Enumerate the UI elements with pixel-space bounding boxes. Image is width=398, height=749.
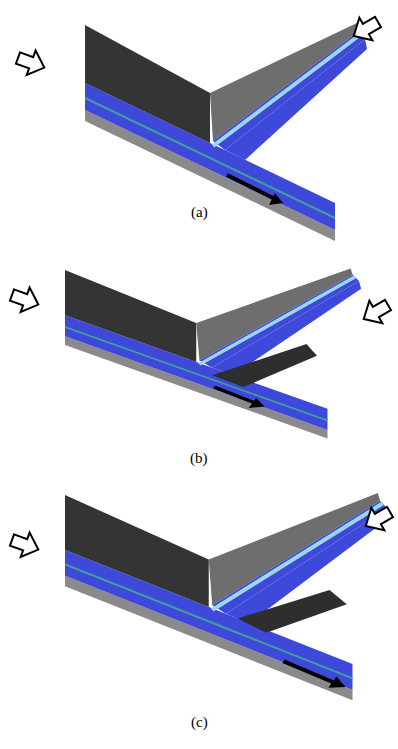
inflow-arrow — [14, 46, 49, 80]
inflow-arrow — [357, 294, 394, 331]
inflow-arrow — [8, 283, 43, 317]
panel-label: (a) — [191, 204, 208, 221]
inflow-arrow — [8, 528, 43, 562]
panel-label: (b) — [190, 450, 208, 467]
panel-label: (c) — [191, 714, 208, 731]
panel-c — [65, 493, 389, 700]
panel-b — [65, 268, 361, 438]
panel-a — [85, 23, 367, 241]
inflow-arrow — [347, 11, 384, 48]
inflow-arrow — [359, 501, 396, 538]
